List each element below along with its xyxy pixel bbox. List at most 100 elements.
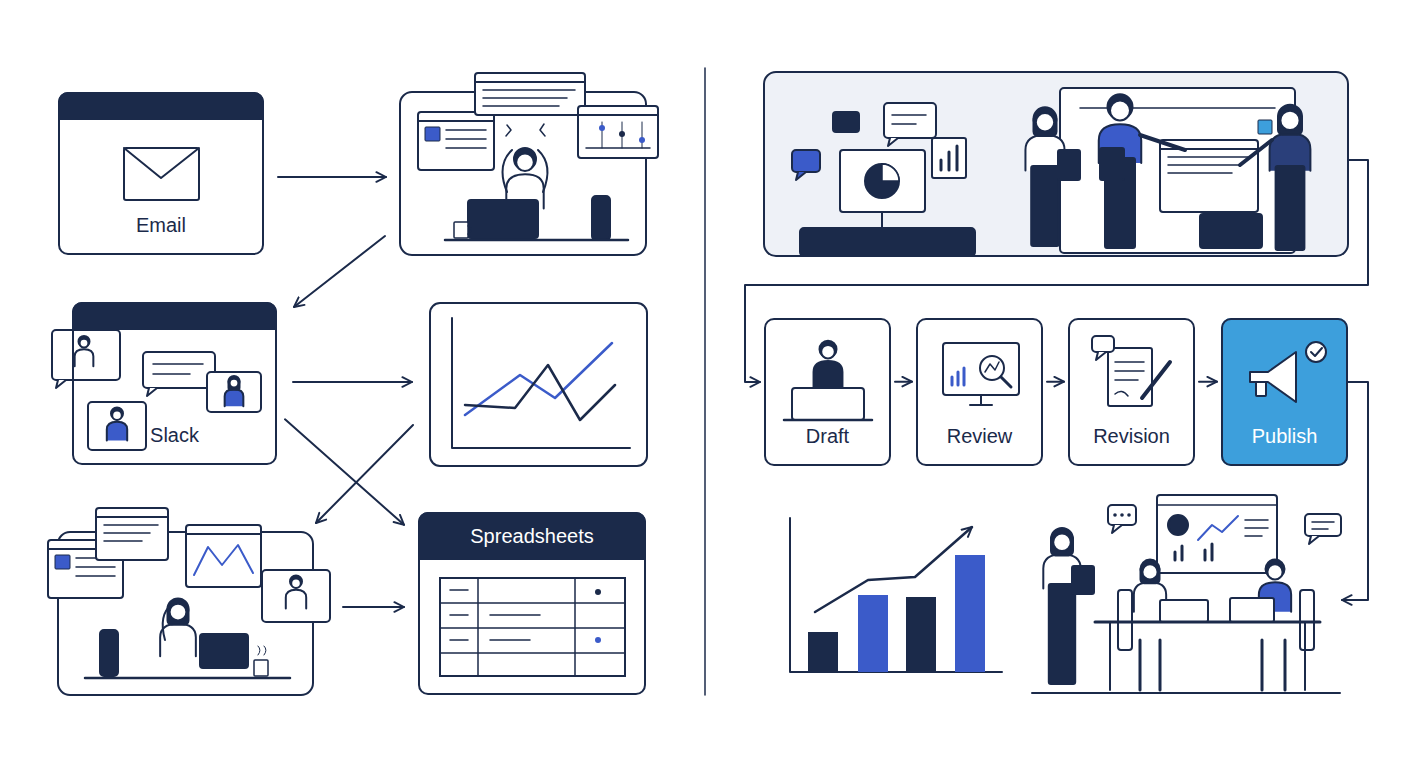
- tool-box: Spreadsheets: [418, 512, 646, 695]
- chat-bubble: [143, 352, 215, 388]
- whiteboard: [1060, 88, 1295, 253]
- stress-mark: [506, 124, 545, 136]
- person-body: [225, 389, 244, 406]
- text-line: [104, 532, 150, 534]
- person-legs: [1276, 166, 1305, 250]
- bubble-tail: [1096, 352, 1106, 360]
- floor: [1032, 692, 1340, 694]
- envelope-flap: [124, 148, 199, 178]
- person-face: [170, 604, 187, 621]
- publish-fill: [1221, 318, 1348, 466]
- person-hair: [1266, 560, 1285, 579]
- step-box: Review: [916, 318, 1043, 466]
- magnifier-handle: [1001, 377, 1011, 387]
- bubble-tail: [1112, 525, 1122, 533]
- person-body: [814, 361, 843, 387]
- chair: [592, 196, 610, 240]
- app-window: [418, 112, 494, 170]
- bar: [906, 597, 936, 672]
- text-line: [104, 524, 158, 526]
- window-bar: [186, 533, 261, 535]
- avatar-frame: [262, 570, 330, 622]
- app-window: [475, 73, 585, 115]
- mug: [254, 660, 268, 676]
- node-label: Revision: [1093, 425, 1170, 448]
- arm: [503, 150, 512, 192]
- scene-panel: [764, 72, 1348, 256]
- header-dash: [448, 570, 492, 572]
- bar: [858, 595, 888, 672]
- dashboard: [1157, 495, 1277, 573]
- laptop: [1230, 598, 1274, 622]
- person-legs: [1140, 640, 1285, 690]
- text-line: [1168, 156, 1248, 158]
- header-band: [58, 92, 264, 120]
- chat-bubble: [52, 330, 120, 380]
- bubble-dot: [1120, 513, 1124, 517]
- header-band: [72, 316, 277, 330]
- flow-arrow: [294, 236, 385, 307]
- node-label: Slack: [150, 424, 199, 447]
- person-hair: [111, 407, 123, 419]
- text-line: [153, 364, 203, 374]
- chart-line: [1198, 516, 1238, 540]
- tool-box: Email: [58, 92, 264, 255]
- table-leg: [1110, 622, 1305, 690]
- header-band: [58, 106, 264, 120]
- header-band: [72, 302, 277, 330]
- bubble-tail: [888, 138, 898, 146]
- arm: [163, 604, 172, 640]
- trend-icon: [985, 362, 999, 372]
- person-face: [1053, 533, 1071, 551]
- chat-bubble: [792, 150, 820, 172]
- tablet: [1100, 148, 1124, 180]
- chart-line: [465, 365, 615, 420]
- pie-chart: [865, 164, 899, 198]
- mug: [454, 222, 468, 238]
- window-image: [425, 127, 440, 141]
- pie-chart: [1168, 515, 1188, 535]
- person-face: [230, 379, 239, 388]
- node-label: Spreadsheets: [470, 525, 593, 548]
- text-line: [76, 566, 115, 568]
- header-band: [418, 512, 646, 560]
- node-label: Draft: [806, 425, 849, 448]
- flow-arrow: [343, 606, 404, 608]
- sticky-note: [1258, 120, 1272, 134]
- table-grid: [440, 578, 625, 676]
- window-bar: [578, 114, 658, 116]
- node-label: Email: [136, 214, 186, 237]
- laptop: [468, 200, 538, 238]
- text-line: [76, 575, 115, 577]
- document: [1108, 348, 1152, 406]
- laptop-base: [784, 419, 872, 422]
- person-body: [75, 349, 94, 366]
- window-bar: [418, 120, 494, 122]
- data-dot: [619, 131, 625, 137]
- megaphone-handle: [1256, 382, 1266, 396]
- bar: [808, 632, 838, 672]
- pie-slice: [882, 164, 899, 181]
- table-grid: [440, 578, 625, 676]
- bubble-tail: [147, 388, 157, 396]
- data-dot: [599, 125, 605, 131]
- chart-line: [194, 545, 253, 575]
- app-window: [96, 508, 168, 560]
- bubble-tail: [56, 380, 66, 388]
- app-window: [578, 106, 658, 158]
- text-line: [483, 105, 559, 107]
- tablet: [1058, 150, 1080, 180]
- laptop: [1200, 214, 1262, 248]
- desk: [85, 677, 290, 680]
- app-window: [1160, 140, 1258, 212]
- desk: [800, 228, 975, 256]
- person-face: [112, 410, 122, 420]
- chair: [100, 630, 118, 676]
- person-hair: [290, 575, 302, 587]
- envelope-icon: [124, 148, 199, 200]
- text-line: [446, 138, 486, 140]
- drawing: [48, 68, 1368, 695]
- steam: [258, 646, 266, 655]
- tool-box: Slack: [72, 302, 277, 465]
